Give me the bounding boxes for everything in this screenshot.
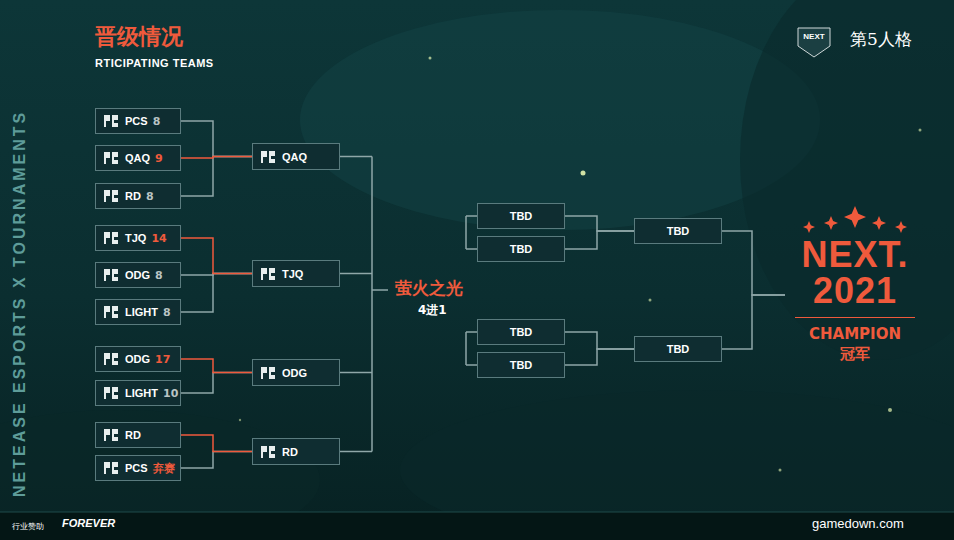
team-logo xyxy=(102,351,120,367)
team-score: 8 xyxy=(155,269,163,282)
bracket-connector xyxy=(722,295,785,349)
team-name: LIGHT xyxy=(125,306,158,318)
team-logo xyxy=(102,385,120,401)
bracket-connector xyxy=(565,231,634,249)
team-box: TJQ 14 xyxy=(95,225,181,251)
team-box: LIGHT 8 xyxy=(95,299,181,325)
team-box: ODG 17 xyxy=(95,346,181,372)
team-score: 14 xyxy=(151,232,166,245)
bracket-connector xyxy=(181,274,252,313)
slot-text: TBD xyxy=(667,343,690,355)
team-logo xyxy=(102,304,120,320)
team-name: TJQ xyxy=(282,268,303,280)
team-name: RD xyxy=(125,190,141,202)
team-logo xyxy=(259,149,277,165)
team-logo xyxy=(102,267,120,283)
pending-slot: TBD xyxy=(477,203,565,229)
team-name: TJQ xyxy=(125,232,146,244)
team-name: ODG xyxy=(282,367,307,379)
team-name: PCS xyxy=(125,462,148,474)
bracket-connector xyxy=(181,121,252,157)
team-box: RD xyxy=(252,438,340,465)
team-score: 8 xyxy=(153,115,161,128)
bracket-connector xyxy=(565,216,634,231)
bracket-connector xyxy=(181,157,252,197)
champion-title: CHAMPION xyxy=(809,324,901,344)
team-logo xyxy=(102,113,120,129)
stage-name: 萤火之光 xyxy=(395,277,463,300)
team-box: QAQ 9 xyxy=(95,145,181,171)
team-box: LIGHT 10 xyxy=(95,380,181,406)
team-name: RD xyxy=(125,429,141,441)
team-logo xyxy=(259,444,277,460)
slot-text: TBD xyxy=(510,326,533,338)
team-score: 8 xyxy=(146,190,154,203)
team-name: LIGHT xyxy=(125,387,158,399)
stage-format: 4进1 xyxy=(418,302,447,319)
sponsor-note: 行业赞助 xyxy=(12,521,44,532)
team-score: 弃赛 xyxy=(153,461,175,476)
team-score: 10 xyxy=(163,387,178,400)
team-box: RD 8 xyxy=(95,183,181,209)
team-box: PCS 8 xyxy=(95,108,181,134)
team-logo xyxy=(102,460,120,476)
team-name: ODG xyxy=(125,269,150,281)
team-box: RD xyxy=(95,422,181,448)
bracket-connector xyxy=(565,349,634,365)
team-logo xyxy=(102,188,120,204)
team-score: 8 xyxy=(163,306,171,319)
team-logo xyxy=(102,427,120,443)
team-name: RD xyxy=(282,446,298,458)
team-logo xyxy=(102,150,120,166)
team-name: QAQ xyxy=(282,151,307,163)
team-logo xyxy=(259,365,277,381)
champion-stars xyxy=(795,205,915,237)
champion-title-cn: 冠军 xyxy=(840,344,870,364)
slot-text: TBD xyxy=(667,225,690,237)
slot-text: TBD xyxy=(510,243,533,255)
team-box: TJQ xyxy=(252,260,340,287)
event-logo: NEXT xyxy=(798,32,830,41)
bracket-connector xyxy=(722,231,785,295)
slot-text: TBD xyxy=(510,359,533,371)
pending-slot: TBD xyxy=(634,336,722,362)
team-box: QAQ xyxy=(252,143,340,170)
champion-block: NEXT. 2021CHAMPION冠军 xyxy=(785,205,925,385)
pending-slot: TBD xyxy=(634,218,722,244)
team-name: PCS xyxy=(125,115,148,127)
watermark: gamedown.com xyxy=(812,516,904,531)
bracket-connector xyxy=(181,452,252,469)
team-logo xyxy=(259,266,277,282)
team-name: QAQ xyxy=(125,152,150,164)
bracket-connector xyxy=(181,373,252,394)
slot-text: TBD xyxy=(510,210,533,222)
bracket-connector xyxy=(181,157,252,159)
divider-line xyxy=(795,317,915,318)
bracket-connector xyxy=(181,359,252,373)
team-score: 9 xyxy=(155,152,163,165)
bracket-connector xyxy=(181,238,252,274)
team-box: ODG 8 xyxy=(95,262,181,288)
champion-year: NEXT. 2021 xyxy=(790,237,920,309)
bracket-connector xyxy=(181,435,252,452)
subtitle: RTICIPATING TEAMS xyxy=(95,57,214,69)
team-name: ODG xyxy=(125,353,150,365)
page-title: 晋级情况 xyxy=(95,22,183,52)
pending-slot: TBD xyxy=(477,352,565,378)
side-banner: NETEASE ESPORTS X TOURNAMENTS xyxy=(10,110,30,497)
game-logo: 第5人格 xyxy=(850,28,912,51)
team-box: PCS 弃赛 xyxy=(95,455,181,481)
pending-slot: TBD xyxy=(477,236,565,262)
pending-slot: TBD xyxy=(477,319,565,345)
bracket-connector xyxy=(565,332,634,349)
team-box: ODG xyxy=(252,359,340,386)
team-score: 17 xyxy=(155,353,170,366)
sponsor-logo: FOREVER xyxy=(62,517,115,529)
team-logo xyxy=(102,230,120,246)
